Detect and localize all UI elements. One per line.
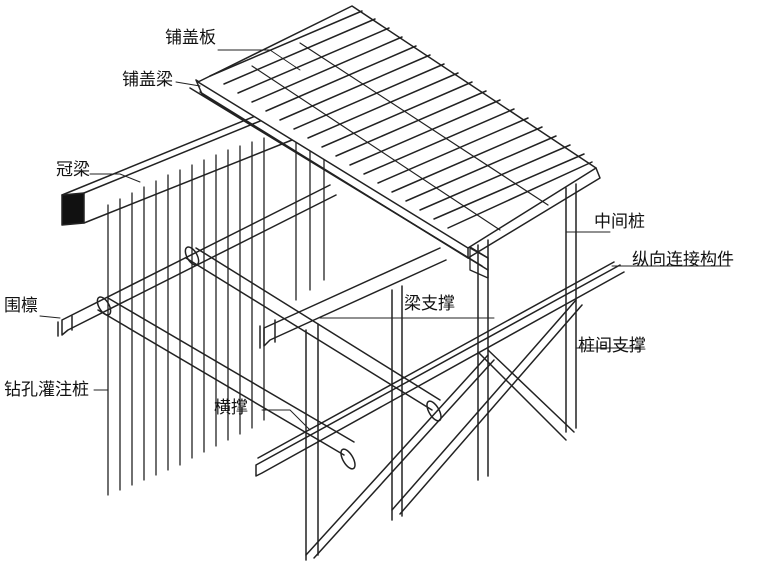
label-longitudinal-connector: 纵向连接构件 [632,250,734,270]
label-middle-pile: 中间桩 [594,212,645,232]
label-cross-brace: 横撑 [214,398,248,418]
label-crown-beam: 冠梁 [56,160,90,180]
longitudinal-connector [255,261,625,477]
leader-lines [39,49,731,431]
label-bored-pile: 钻孔灌注桩 [4,380,89,400]
label-waler: 围檩 [4,296,38,316]
label-deck-plate: 铺盖板 [165,28,216,48]
label-deck-beam: 铺盖梁 [122,70,173,90]
bored-pile-wall [107,117,325,496]
deck-plate [197,5,601,259]
waler-beam [57,184,337,337]
label-inter-pile-brace: 桩间支撑 [578,336,646,356]
label-beam-support: 梁支撑 [404,294,455,314]
inter-pile-bracing [305,299,583,559]
beam-support [259,247,447,349]
crown-beam [61,107,293,226]
